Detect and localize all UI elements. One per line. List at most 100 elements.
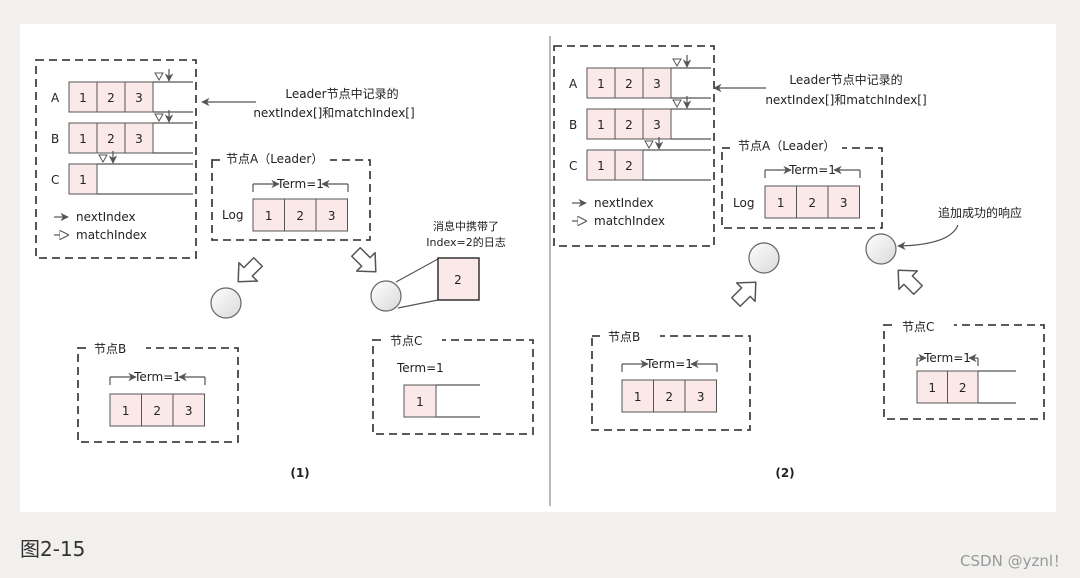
p1-row-C-cell-1-value: 1 [79,173,87,187]
p2-row-B-cell-1 [586,108,616,140]
p2-row-C-cell-2 [614,149,644,181]
p1-node-a-cell-3 [315,198,348,232]
p1-row-B-cell-2 [96,122,126,154]
p2-legend-next-text: nextIndex [594,196,654,210]
p1-node-b-title-bg [88,338,146,356]
p2-row-A-cell-3-value: 3 [653,77,661,91]
p2-legend-match-text: matchIndex [594,214,665,228]
p1-annotation-line2: nextIndex[]和matchIndex[] [253,106,414,120]
p1-node-c-box [372,339,534,435]
p1-row-A-label: A [51,91,60,105]
p1-row-B-cell-1 [68,122,98,154]
p1-row-B-cell-2-value: 2 [107,132,115,146]
p2-row-B-match-marker [672,99,682,109]
p1-message-log-cell [437,257,480,301]
p2-arrow-c-to-a [897,269,923,295]
p2-node-a-title: 节点A（Leader） [738,139,835,153]
p1-row-B-match-marker [154,113,164,123]
p2-annotation-line2: nextIndex[]和matchIndex[] [765,93,926,107]
p1-row-C-label: C [51,173,59,187]
p2-row-C-match-marker [644,140,654,150]
p1-message-log-cell-value: 2 [454,273,462,287]
p2-row-A-cell-2-value: 2 [625,77,633,91]
p1-message-ball-b [210,287,242,319]
p1-node-b-term-text: Term=1 [133,370,181,384]
p1-node-a-title: 节点A（Leader） [226,152,323,166]
p1-leader-table-box [35,59,197,259]
p1-node-a-cell-2 [284,198,317,232]
p2-response-arrow [897,224,959,251]
p2-node-c-cell-1-value: 1 [928,381,936,395]
p2-row-A-match-marker [672,58,682,68]
p2-node-c-title-bg [896,315,954,333]
p1-row-C-match-marker [98,154,108,164]
p1-row-A-cell-2-value: 2 [107,91,115,105]
p2-label: (2) [775,466,794,480]
p1-legend-match-text: matchIndex [76,228,147,242]
p2-node-c-title: 节点C [902,320,934,334]
p2-node-c-term-text: Term=1 [923,351,971,365]
p2-node-b-cell-1-value: 1 [634,390,642,404]
p2-row-B-cell-2-value: 2 [625,118,633,132]
p2-node-c-box [883,324,1045,420]
p2-row-A-cell-3 [642,67,672,99]
p1-node-c-cell-1-value: 1 [416,395,424,409]
p1-node-a-cell-2-value: 2 [296,209,304,223]
p1-message-ball-c [370,280,402,312]
p2-node-b-box [591,335,751,431]
p2-row-C-cell-1-value: 1 [597,159,605,173]
p1-node-a-log-label: Log [222,208,243,222]
p2-node-c-cell-2 [947,370,979,404]
p2-node-a-cell-1 [764,185,797,219]
p2-row-B-cell-1-value: 1 [597,118,605,132]
p2-node-a-cell-2-value: 2 [808,196,816,210]
p1-legend-next-text: nextIndex [76,210,136,224]
p2-node-a-cell-1-value: 1 [777,196,785,210]
p1-node-a-cell-1-value: 1 [265,209,273,223]
p1-row-B-cell-1-value: 1 [79,132,87,146]
p2-row-C-cell-2-value: 2 [625,159,633,173]
p2-row-B-cell-3 [642,108,672,140]
p2-arrow-b-to-a [731,281,757,307]
p1-message-line1: 消息中携带了 [433,219,499,233]
p2-row-C-cell-1 [586,149,616,181]
p2-response-ball-c [865,233,897,265]
p2-node-a-term-text: Term=1 [788,163,836,177]
p2-node-b-cell-3 [684,379,717,413]
p1-row-A-cell-1 [68,81,98,113]
p1-row-C-cell-1 [68,163,98,195]
p1-node-b-box [77,347,239,443]
p1-row-B-cell-3-value: 3 [135,132,143,146]
p1-row-A-cell-3 [124,81,154,113]
p1-node-c-term: Term=1 [396,361,444,375]
p1-node-c-title-bg [384,330,442,348]
p2-node-c-cell-2-value: 2 [959,381,967,395]
p2-node-a-title-bg [732,138,842,156]
p2-node-b-term-text: Term=1 [645,357,693,371]
p1-annotation-line1: Leader节点中记录的 [285,86,398,101]
p2-annotation-line1: Leader节点中记录的 [789,72,902,87]
p1-node-b-cell-3-value: 3 [185,404,193,418]
p1-message-line2: Index=2的日志 [426,235,506,249]
p2-row-A-cell-1-value: 1 [597,77,605,91]
p2-node-a-cell-3 [827,185,860,219]
p1-row-B-label: B [51,132,59,146]
p1-node-a-title-bg [220,150,330,168]
p2-response-ball-b [748,242,780,274]
p2-row-B-label: B [569,118,577,132]
p1-node-b-cell-2-value: 2 [153,404,161,418]
p1-label: (1) [290,466,309,480]
p2-row-B-cell-3-value: 3 [653,118,661,132]
p1-row-A-cell-3-value: 3 [135,91,143,105]
p2-arrow-c-to-a-shape [897,269,923,295]
p2-node-b-title: 节点B [608,330,640,344]
p1-bubble-line-top [395,258,439,283]
p1-node-c-title: 节点C [390,334,422,348]
p2-node-a-cell-2 [796,185,829,219]
p2-node-b-cell-2-value: 2 [665,390,673,404]
p1-bubble-line-bottom [397,299,439,309]
p1-row-B-cell-3 [124,122,154,154]
p1-node-a-term-text: Term=1 [276,177,324,191]
p2-node-a-cell-3-value: 3 [840,196,848,210]
